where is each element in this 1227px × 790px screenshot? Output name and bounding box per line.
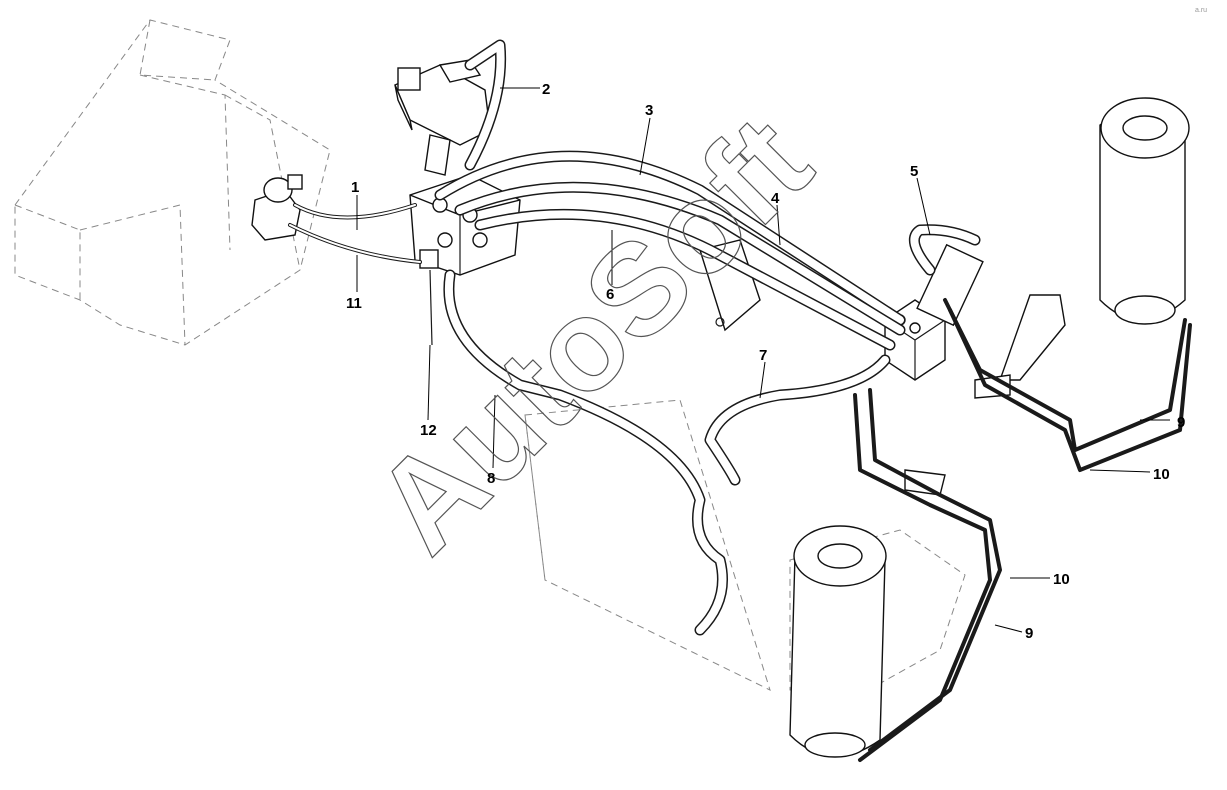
callout-8: 8 xyxy=(487,470,495,487)
callout-4: 4 xyxy=(771,190,780,207)
phantom-frame-left xyxy=(14,19,331,346)
callout-12: 12 xyxy=(420,422,437,439)
callout-5: 5 xyxy=(910,163,918,180)
pipes xyxy=(288,203,1192,762)
callout-11: 11 xyxy=(346,295,362,312)
callout-labels: 1 2 3 4 5 6 7 8 9 9 10 10 11 12 xyxy=(346,81,1185,642)
corner-mark: a.ru xyxy=(1195,7,1207,14)
phantom-tank-center xyxy=(524,399,771,691)
callout-3: 3 xyxy=(645,102,653,119)
callout-2: 2 xyxy=(542,81,550,98)
callout-10b: 10 xyxy=(1053,571,1070,588)
accumulator-tank-bottom xyxy=(789,525,887,758)
accumulator-tank-right xyxy=(1099,97,1190,325)
callout-9a: 9 xyxy=(1177,414,1185,431)
hoses xyxy=(434,39,981,636)
leader-lines xyxy=(356,87,1170,633)
callout-9b: 9 xyxy=(1025,625,1033,642)
callout-10a: 10 xyxy=(1153,466,1170,483)
callout-6: 6 xyxy=(606,286,614,303)
control-valve-block xyxy=(884,243,984,381)
solenoid-valve xyxy=(251,174,303,241)
callout-1: 1 xyxy=(351,179,359,196)
phantom-frame-bottom-right xyxy=(789,529,966,701)
callout-7: 7 xyxy=(759,347,767,364)
